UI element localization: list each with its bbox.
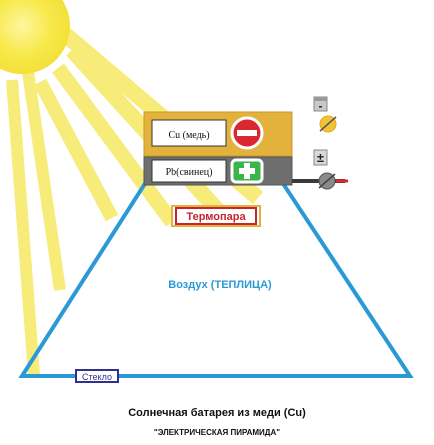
plus-button: [230, 158, 264, 184]
battery-minus-icon: -: [313, 96, 337, 133]
minus-icon: [237, 130, 257, 136]
thermocouple-box: Термопара: [171, 205, 261, 227]
glass-label: Стекло: [82, 372, 112, 382]
sun-icon: [0, 0, 70, 74]
lead-label: Pb(свинец): [166, 167, 213, 178]
plus-icon: [239, 163, 255, 179]
subcaption: "ЭЛЕКТРИЧЕСКАЯ ПИРАМИДА": [154, 428, 280, 437]
minus-button: [230, 116, 264, 150]
plus-terminal-sign: ±: [317, 150, 324, 165]
copper-plate: Cu (медь): [143, 111, 293, 157]
air-label: Воздух (ТЕПЛИЦА): [168, 279, 272, 291]
thermocouple-label: Термопара: [186, 211, 246, 223]
lead-plate: Pb(свинец): [143, 156, 293, 186]
copper-label: Cu (медь): [168, 130, 209, 141]
glass-box: Стекло: [75, 369, 119, 383]
minus-terminal-sign: -: [319, 99, 323, 113]
battery-plus-icon: ±: [313, 149, 336, 190]
caption: Солнечная батарея из меди (Cu): [128, 407, 306, 419]
